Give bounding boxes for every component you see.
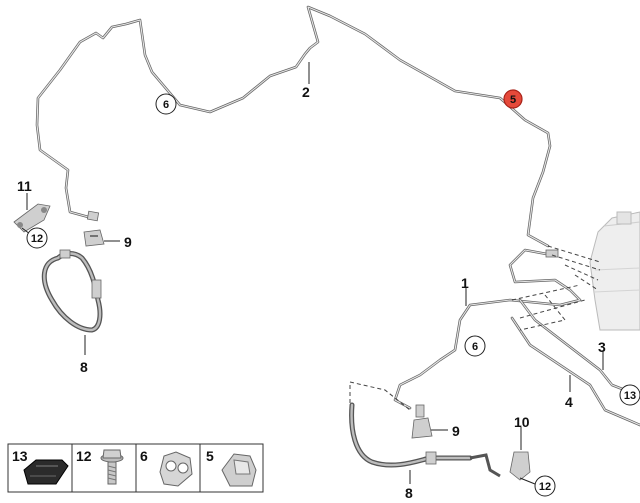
callout-1[interactable]: 1 <box>461 275 469 291</box>
assembly-guide-lines <box>349 245 601 411</box>
rubber-grommet-icon <box>23 459 69 485</box>
callout-10[interactable]: 10 <box>514 414 530 430</box>
callout-9-left[interactable]: 9 <box>124 234 132 250</box>
brake-hose-left[interactable] <box>41 249 103 333</box>
callout-3[interactable]: 3 <box>598 339 606 355</box>
brake-fluid-reservoir <box>589 211 640 331</box>
small-parts-legend: 13 12 6 5 <box>7 443 264 493</box>
clip-9-bottom[interactable] <box>411 404 433 439</box>
callout-2[interactable]: 2 <box>302 84 310 100</box>
callout-12-bottom-ring[interactable] <box>534 475 556 497</box>
callout-12-left[interactable]: 12 <box>31 233 43 245</box>
bracket-11[interactable] <box>13 203 51 233</box>
callouts: 2 1 3 4 8 8 9 9 10 11 6 6 5 12 12 13 <box>17 84 640 501</box>
brake-line-2[interactable] <box>35 5 552 248</box>
callout-5-highlight[interactable]: 5 <box>510 94 516 106</box>
brake-line-1[interactable] <box>393 248 582 410</box>
callout-6-top[interactable]: 6 <box>163 99 169 111</box>
legend-number-6: 6 <box>140 448 148 464</box>
bracket-10[interactable] <box>509 451 531 481</box>
legend-item-12[interactable]: 12 <box>76 448 124 485</box>
pipe-clip-icon <box>159 451 193 487</box>
legend-item-5[interactable]: 5 <box>206 448 257 487</box>
callout-13-right-ring[interactable] <box>619 384 640 406</box>
callout-12-left-ring[interactable] <box>26 227 48 249</box>
callout-9-bottom[interactable]: 9 <box>452 423 460 439</box>
brake-hose-bottom[interactable] <box>349 402 501 478</box>
callout-13-right[interactable]: 13 <box>624 390 636 402</box>
callout-4[interactable]: 4 <box>565 394 573 410</box>
legend-number-5: 5 <box>206 448 214 464</box>
callout-12-bottom[interactable]: 12 <box>539 481 551 493</box>
pipe-holder-icon <box>221 453 257 487</box>
bolt-icon <box>100 449 124 485</box>
legend-item-13[interactable]: 13 <box>12 448 69 485</box>
callout-6-mid[interactable]: 6 <box>472 341 478 353</box>
callout-5-highlight-ring[interactable] <box>503 89 523 109</box>
legend-item-6[interactable]: 6 <box>140 448 193 487</box>
clip-9-left[interactable] <box>83 229 105 247</box>
callout-11[interactable]: 11 <box>17 178 32 194</box>
callout-8-bottom[interactable]: 8 <box>405 485 413 501</box>
legend-number-13: 13 <box>12 448 28 464</box>
callout-6-mid-ring[interactable] <box>464 335 486 357</box>
brake-line-3[interactable] <box>518 298 632 394</box>
callout-6-top-ring[interactable] <box>155 93 177 115</box>
legend-number-12: 12 <box>76 448 92 464</box>
callout-8-left[interactable]: 8 <box>80 359 88 375</box>
brake-line-4[interactable] <box>510 316 640 427</box>
